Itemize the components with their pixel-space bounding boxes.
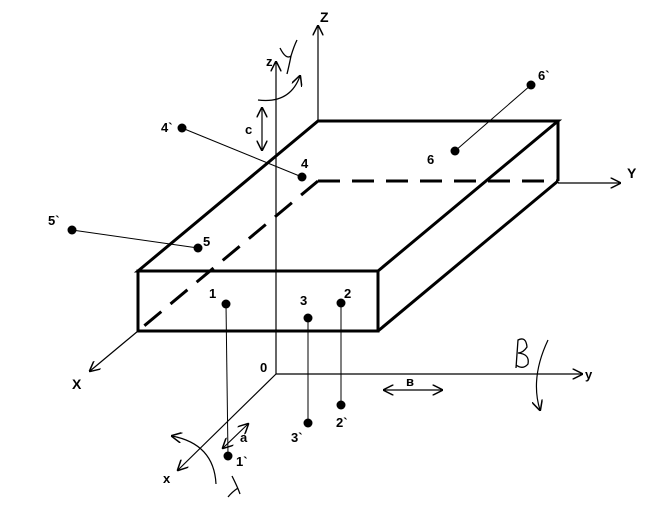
beta-symbol [515,338,529,369]
axis-X-upper [90,330,139,371]
line-6-6p [454,84,532,152]
rotation-symbols [227,39,529,498]
point-2-marker [336,298,346,308]
label-dim-c: c [245,122,252,137]
point-1p-marker [223,451,233,461]
connector-lines [71,84,532,457]
gamma-symbol [279,39,298,75]
line-1-1p [225,303,229,457]
body-axes [90,26,620,371]
label-point-6: 6 [427,152,434,167]
label-axis-Y: Y [627,165,637,181]
point-3-marker [303,313,313,323]
inertial-axes [178,62,582,470]
rotation-alpha-arc [172,436,217,485]
label-point-4p: 4` [161,120,173,135]
point-4p-marker [177,123,187,133]
rotation-beta-arc [536,339,549,410]
points [67,80,536,461]
rotation-arcs [172,76,549,485]
label-point-5p: 5` [48,213,60,228]
point-2p-marker [336,400,346,410]
label-point-3p: 3` [291,430,303,445]
dim-a-arrow [223,424,248,448]
label-origin: 0 [260,360,267,375]
box-body [133,119,563,333]
label-point-1p: 1` [236,454,248,469]
text-labels: Z Y X z y x 0 c в a 1 2 3 4 5 6 1` 2` 3`… [48,9,637,486]
label-point-4: 4 [301,156,309,171]
label-axis-Z: Z [320,9,329,25]
label-point-5: 5 [203,234,210,249]
label-point-1: 1 [209,286,216,301]
label-axis-X: X [72,376,82,392]
box-hidden-left-edge [137,179,319,333]
rotation-gamma-arc [257,76,300,102]
line-4-4p [181,127,303,178]
point-3p-marker [303,418,313,428]
alpha-symbol [227,475,241,498]
point-5p-marker [67,225,77,235]
label-dim-b: в [406,374,414,389]
label-axis-y: y [585,367,593,382]
label-point-2: 2 [344,286,351,301]
label-axis-z: z [266,54,273,69]
point-1-marker [221,299,231,309]
point-6-marker [450,146,460,156]
box-front-face [136,269,380,333]
label-axis-x: x [163,471,171,486]
line-5-5p [71,229,199,249]
point-4-marker [297,172,307,182]
point-5-marker [193,243,203,253]
label-point-6p: 6` [538,68,550,83]
box-bottom-right-edge [377,179,559,333]
label-point-2p: 2` [336,415,348,430]
label-dim-a: a [240,430,248,445]
axis-x-lower [178,373,277,470]
label-point-3: 3 [300,293,307,308]
dimension-arrows [223,108,442,448]
point-6p-marker [526,80,536,90]
